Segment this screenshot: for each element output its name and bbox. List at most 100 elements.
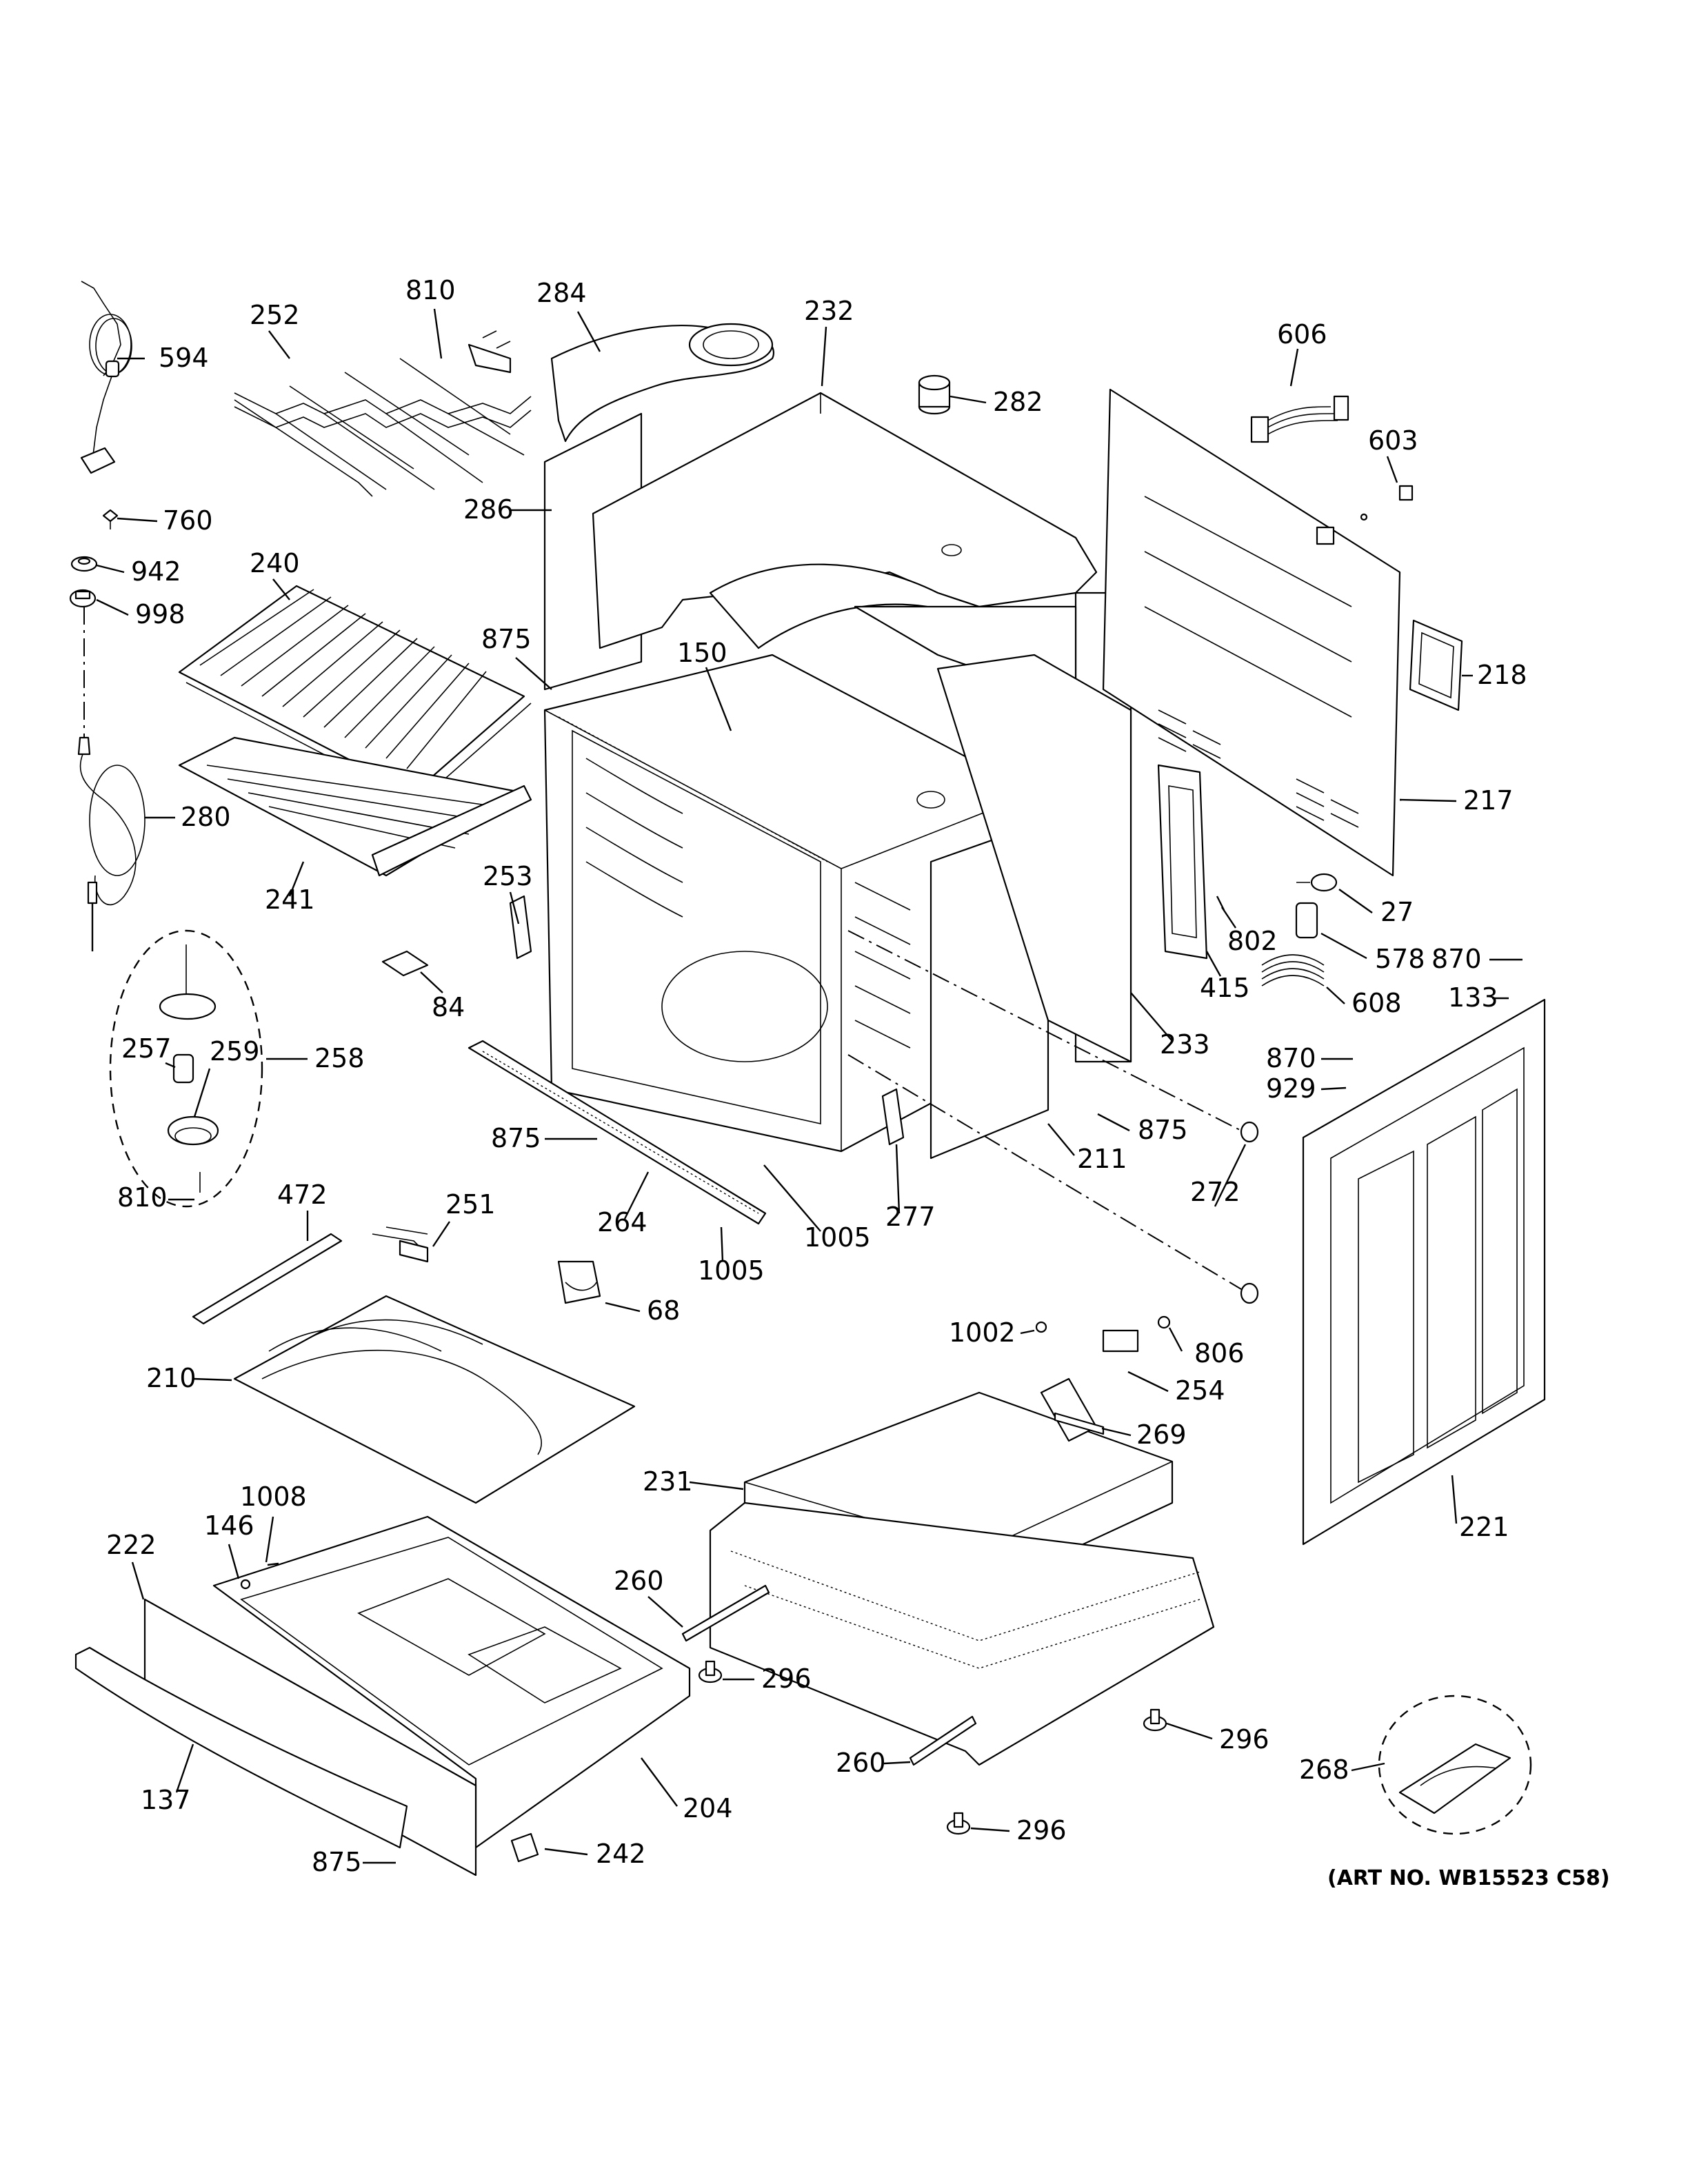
part-number-label: 233 [1160, 1029, 1210, 1060]
callout-258: 258 [266, 1043, 365, 1073]
leader-line [432, 1221, 450, 1247]
callout-137: 137 [141, 1743, 194, 1815]
part-number-label: 875 [481, 624, 532, 654]
callout-875d: 875 [312, 1847, 396, 1877]
part-217-back-panel [1102, 388, 1401, 877]
part-number-label: 1002 [949, 1317, 1016, 1348]
part-number-label: 472 [277, 1180, 328, 1210]
callout-875a: 875 [481, 624, 552, 690]
part-number-label: 232 [804, 296, 854, 326]
callout-27: 27 [1338, 889, 1414, 927]
callout-211: 211 [1047, 1123, 1127, 1174]
part-number-label: 257 [121, 1033, 172, 1064]
part-number-label: 217 [1463, 785, 1514, 816]
callout-806: 806 [1168, 1327, 1245, 1368]
leader-line [544, 1848, 588, 1856]
callout-608: 608 [1326, 987, 1402, 1018]
part-number-label: 280 [181, 802, 231, 832]
leader-line [1320, 932, 1367, 960]
part-number-label: 875 [491, 1123, 541, 1153]
part-number-label: 242 [596, 1839, 646, 1869]
callout-221: 221 [1451, 1475, 1509, 1542]
part-number-label: 282 [993, 387, 1043, 417]
part-number-label: 260 [614, 1566, 664, 1596]
part-number-label: 264 [597, 1207, 647, 1237]
leader-line [1020, 1329, 1035, 1335]
part-number-label: 929 [1266, 1073, 1316, 1104]
leader-line [175, 1743, 194, 1793]
part-number-label: 231 [643, 1466, 693, 1497]
callout-296a: 296 [723, 1664, 812, 1694]
leader-line [265, 1516, 274, 1563]
part-218-bracket [1409, 619, 1463, 711]
part-254-269-switch-bracket [1040, 1329, 1139, 1442]
callout-264: 264 [597, 1171, 650, 1237]
callout-1008: 1008 [240, 1482, 307, 1563]
leader-line [1326, 987, 1345, 1004]
part-264-trim [468, 1040, 767, 1225]
part-268-detail [1378, 1695, 1532, 1835]
callout-133: 133 [1448, 982, 1509, 1013]
chassis-base [709, 1502, 1215, 1766]
part-number-label: 259 [210, 1036, 260, 1066]
part-number-label: 137 [141, 1785, 191, 1815]
callout-296c: 296 [970, 1815, 1067, 1846]
leader-line [165, 1062, 176, 1069]
leader-line [131, 1561, 145, 1600]
part-number-label: 875 [312, 1847, 362, 1877]
part-211-oven-cavity [543, 654, 1049, 1160]
callout-284: 284 [536, 278, 601, 352]
leader-line [96, 564, 125, 574]
leader-line [192, 1377, 232, 1382]
part-number-label: 608 [1352, 988, 1402, 1018]
callout-252: 252 [250, 300, 300, 359]
leader-line [641, 1757, 678, 1807]
art-number: (ART NO. WB15523 C58) [1327, 1866, 1610, 1890]
part-number-label: 578 [1375, 944, 1425, 974]
part-272-plugs [1240, 1121, 1259, 1304]
part-number-label: 1008 [240, 1482, 307, 1512]
leader-line [509, 891, 520, 924]
part-242-foot [510, 1832, 539, 1863]
part-number-label: 269 [1136, 1419, 1187, 1450]
leader-line [272, 578, 290, 600]
part-251-lower-element [372, 1226, 429, 1263]
part-number-label: 211 [1077, 1144, 1127, 1174]
leader-line [821, 326, 827, 387]
leader-line [763, 1164, 821, 1232]
callout-240: 240 [250, 548, 300, 600]
part-number-label: 240 [250, 548, 300, 578]
callout-146: 146 [204, 1510, 254, 1579]
callout-84: 84 [420, 971, 465, 1022]
callout-603: 603 [1368, 425, 1418, 483]
callout-296b: 296 [1166, 1722, 1269, 1755]
leader-line [96, 598, 129, 616]
callout-251: 251 [432, 1189, 496, 1247]
part-number-label: 810 [117, 1182, 168, 1213]
callout-929: 929 [1266, 1073, 1347, 1104]
part-284-fan-cover [550, 323, 774, 443]
callout-810a: 810 [405, 275, 456, 359]
part-number-label: 251 [445, 1189, 496, 1220]
part-603-connector [1360, 485, 1414, 521]
callout-875c: 875 [1097, 1113, 1188, 1145]
part-number-label: 222 [106, 1530, 157, 1560]
part-260-drawer-slide [681, 1584, 977, 1766]
leader-line [1338, 889, 1373, 913]
assembly-axis-upper [847, 930, 1242, 1131]
callout-231: 231 [643, 1466, 744, 1497]
callout-594: 594 [117, 343, 209, 373]
callout-810b: 810 [117, 1182, 194, 1213]
part-280-temperature-probe [77, 607, 145, 951]
callout-253: 253 [483, 861, 533, 924]
leader-line [1451, 1475, 1458, 1524]
part-number-label: 27 [1380, 897, 1414, 927]
part-number-label: 284 [536, 278, 587, 308]
callout-232: 232 [804, 296, 854, 387]
callout-870a: 870 [1431, 944, 1523, 974]
callout-282: 282 [950, 387, 1043, 417]
part-146-1008-fasteners [240, 1562, 279, 1590]
part-84-bracket [381, 950, 429, 977]
